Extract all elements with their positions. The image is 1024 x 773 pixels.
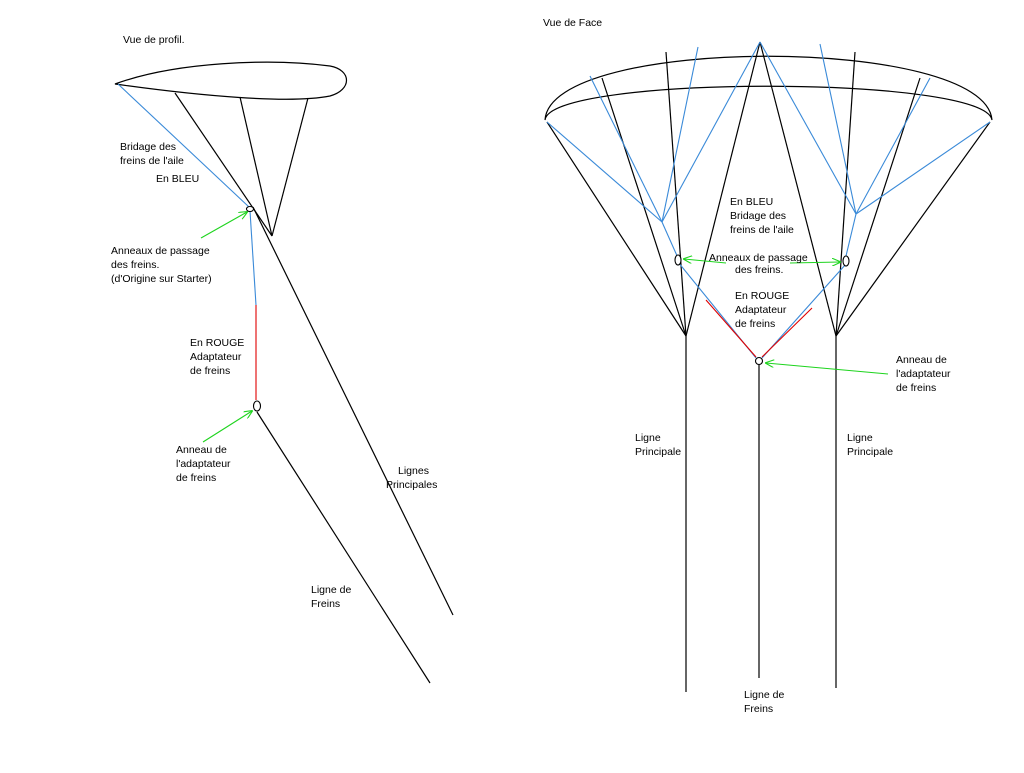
face-ligne-freins-label: Ligne de Freins (744, 689, 787, 715)
profile-arrow-ring (200, 212, 247, 239)
face-arrow-ring-right (789, 262, 840, 263)
face-arrow-adapter (766, 363, 889, 375)
profile-blue-bridle (117, 83, 250, 208)
face-ligne-principale-left-label: Ligne Principale (635, 432, 681, 458)
face-brake-ring-right (842, 255, 850, 267)
profile-adapter-ring (252, 400, 262, 412)
face-arrow-ring-left (684, 259, 727, 263)
profile-ligne-freins-label: Ligne de Freins (311, 584, 354, 610)
profile-anneau-adapt-label: Anneau de l'adaptateur de freins (176, 444, 233, 484)
face-rouge-label: En ROUGE Adaptateur de freins (735, 290, 792, 330)
profile-arrow-adapter (202, 411, 252, 443)
profile-lignes-principales-label: Lignes Principales (386, 465, 437, 491)
face-adapter-ring (754, 356, 764, 366)
profile-line-c (271, 97, 309, 237)
face-brake-ring-left (674, 254, 682, 266)
profile-view: Vue de profil. Bridage des freins de l'a… (111, 34, 454, 684)
face-canopy (544, 55, 993, 121)
profile-bridage-label: Bridage des freins de l'aile En BLEU (120, 141, 199, 185)
face-blue-bridle-left (546, 41, 761, 359)
profile-title: Vue de profil. (123, 34, 184, 46)
profile-brake-line (256, 411, 431, 684)
profile-rouge-label: En ROUGE Adaptateur de freins (190, 337, 247, 377)
face-title: Vue de Face (543, 17, 602, 29)
face-anneaux-label: Anneaux de passage des freins. (709, 252, 811, 276)
face-view: Vue de Face En BLEU Bridage des freins d… (543, 17, 993, 715)
profile-blue-down (249, 210, 257, 306)
face-blue-bridle-right (759, 41, 991, 359)
profile-line-b (239, 96, 273, 237)
profile-brake-ring (245, 205, 255, 213)
face-anneau-adapt-label: Anneau de l'adaptateur de freins (896, 354, 953, 394)
profile-wing (114, 61, 347, 100)
face-ligne-principale-right-label: Ligne Principale (847, 432, 893, 458)
face-bleu-label: En BLEU Bridage des freins de l'aile (730, 196, 794, 236)
profile-anneaux-label: Anneaux de passage des freins. (d'Origin… (111, 245, 213, 285)
face-red-adapter (705, 299, 813, 358)
profile-main-line (252, 206, 454, 616)
profile-line-a (174, 92, 273, 237)
